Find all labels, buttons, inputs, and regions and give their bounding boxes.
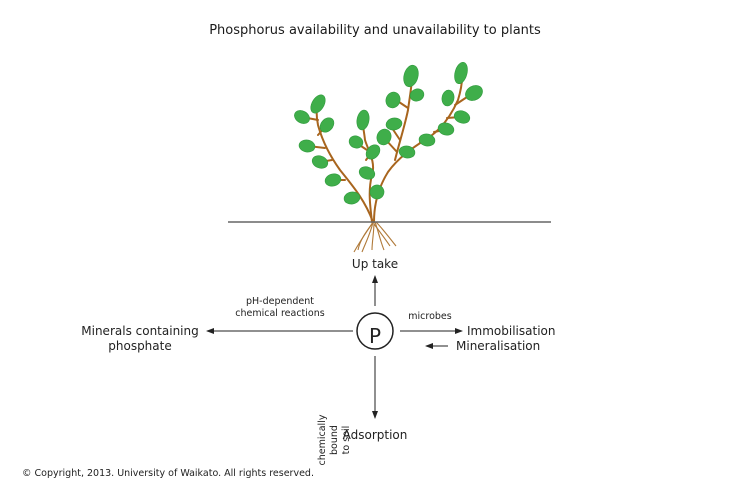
phosphorus-node xyxy=(356,312,394,350)
diagram-title: Phosphorus availability and unavailabili… xyxy=(209,23,541,38)
copyright-notice: © Copyright, 2013. University of Waikato… xyxy=(22,468,314,479)
phosphorus-node-label: P xyxy=(368,324,382,348)
minerals-label-line2: phosphate xyxy=(108,339,172,353)
minerals-label: Minerals containing phosphate xyxy=(60,324,220,354)
ph-label-line1: pH-dependent xyxy=(246,296,314,307)
uptake-label: Up take xyxy=(351,257,399,271)
plant-illustration xyxy=(294,61,483,253)
plant-roots xyxy=(353,221,397,253)
mineralisation-label: Mineralisation xyxy=(456,339,541,353)
microbes-label: microbes xyxy=(408,311,452,322)
ph-dependent-label: pH-dependent chemical reactions xyxy=(220,296,340,320)
ph-label-line2: chemical reactions xyxy=(235,308,325,319)
plant-leaves xyxy=(294,61,483,205)
adsorption-label: Adsorption xyxy=(342,428,408,442)
minerals-label-line1: Minerals containing xyxy=(81,324,199,338)
immobilisation-label: Immobilisation xyxy=(467,324,556,338)
